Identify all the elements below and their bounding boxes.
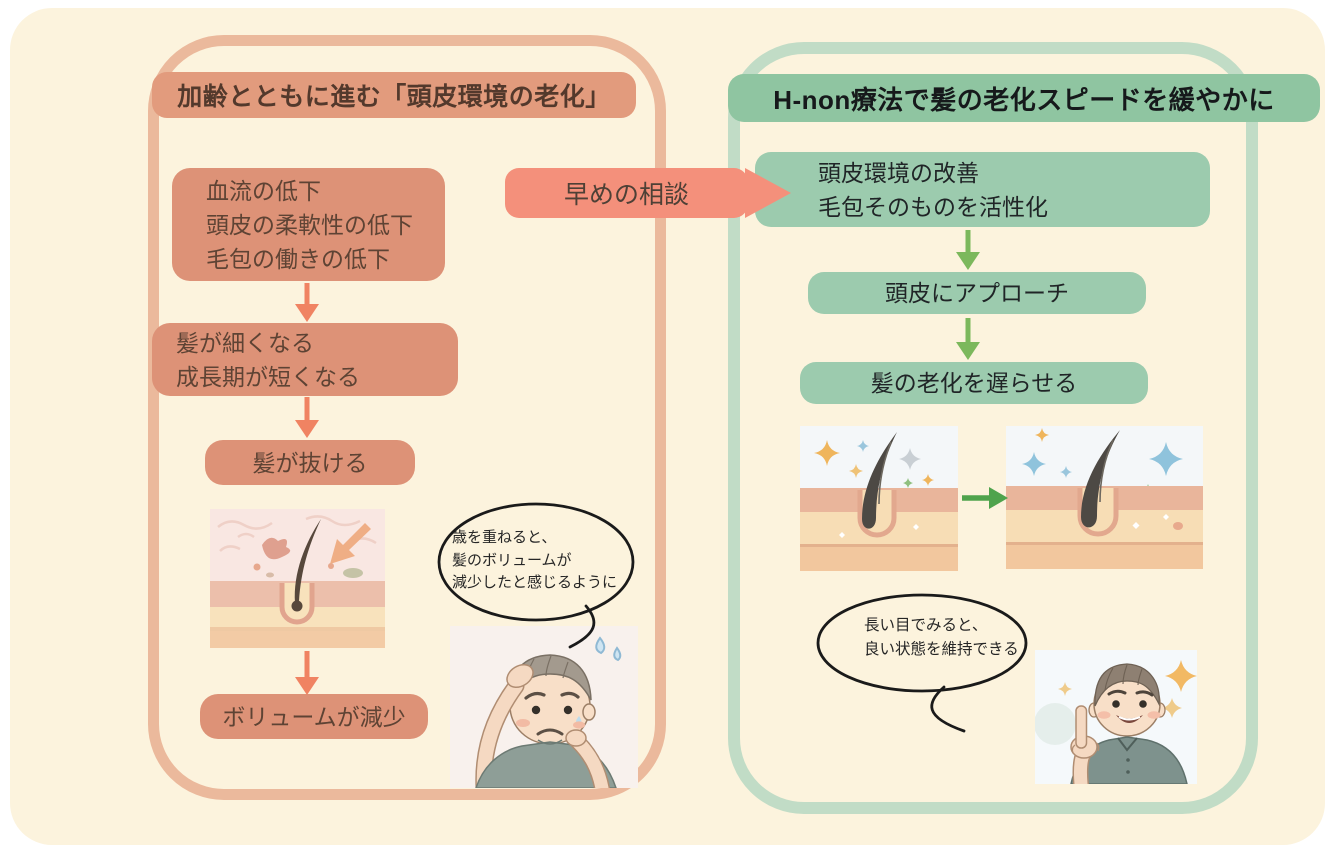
treatment-step-slow-aging: 髪の老化を遅らせる: [800, 362, 1148, 404]
aging-step-thinning-line1: 髪が細くなる: [176, 329, 314, 356]
treatment-bubble-line1: 長い目でみると、: [864, 617, 988, 634]
down-arrow-icon: [295, 651, 319, 695]
aging-step-thinning-line2: 成長期が短くなる: [176, 363, 360, 390]
consult-early-text: 早めの相談: [563, 181, 689, 209]
aging-step-volume-label: ボリュームが減少: [222, 703, 406, 730]
aging-step-hairloss: 髪が抜ける: [205, 440, 415, 485]
aging-step-volume: ボリュームが減少: [200, 694, 428, 739]
aging-bubble-line1: 歳を重ねると、: [452, 529, 557, 546]
consult-early-callout: 早めの相談: [505, 168, 793, 218]
treatment-step-improve-line1: 頭皮環境の改善: [818, 159, 979, 186]
aging-panel-title-text: 加齢とともに進む「頭皮環境の老化」: [177, 83, 611, 111]
treatment-step-approach-label: 頭皮にアプローチ: [885, 280, 1069, 306]
consult-early-label: 早めの相談: [505, 168, 748, 218]
treatment-bubble-line2: 良い状態を維持できる: [864, 641, 1019, 658]
aging-bubble-line2: 髪のボリュームが: [452, 551, 572, 569]
aging-step-causes-line2: 頭皮の柔軟性の低下: [206, 211, 413, 238]
treatment-step-slow-aging-label: 髪の老化を遅らせる: [870, 370, 1078, 396]
treatment-panel: [728, 42, 1258, 814]
down-arrow-icon: [295, 283, 319, 322]
aging-step-causes-line3: 毛包の働きの低下: [206, 245, 390, 272]
aged-follicle-illustration: [210, 509, 385, 648]
aging-step-causes-line1: 血流の低下: [206, 177, 321, 204]
aging-step-thinning: 髪が細くなる 成長期が短くなる: [152, 323, 458, 396]
treatment-bubble-text: 長い目でみると、 良い状態を維持できる: [864, 614, 1019, 662]
aging-step-causes: 血流の低下 頭皮の柔軟性の低下 毛包の働きの低下: [172, 168, 445, 281]
healthy-follicle-before-illustration: [800, 426, 958, 571]
aging-panel: [148, 35, 666, 800]
down-arrow-icon: [295, 397, 319, 438]
speech-bubble-left: [437, 502, 635, 649]
treatment-panel-title: H-non療法で髪の老化スピードを緩やかに: [728, 74, 1320, 122]
speech-bubble-right: [816, 593, 1028, 733]
aging-bubble-line3: 減少したと感じるように: [452, 574, 618, 591]
down-arrow-icon: [956, 230, 980, 270]
treatment-step-improve: 頭皮環境の改善 毛包そのものを活性化: [755, 152, 1210, 227]
right-arrow-icon: [962, 487, 1008, 509]
healthy-follicle-after-illustration: [1006, 426, 1203, 569]
aging-step-hairloss-label: 髪が抜ける: [252, 449, 368, 476]
happy-man-illustration: [1035, 650, 1197, 784]
consult-arrow-tip-icon: [745, 168, 791, 218]
aging-bubble-text: 歳を重ねると、 髪のボリュームが 減少したと感じるように: [452, 527, 617, 595]
down-arrow-icon: [956, 318, 980, 360]
treatment-panel-title-text: H-non療法で髪の老化スピードを緩やかに: [773, 84, 1275, 115]
treatment-step-improve-line2: 毛包そのものを活性化: [818, 193, 1048, 220]
aging-panel-title: 加齢とともに進む「頭皮環境の老化」: [152, 72, 636, 118]
worried-man-illustration: [450, 626, 638, 788]
treatment-step-approach: 頭皮にアプローチ: [808, 272, 1146, 314]
